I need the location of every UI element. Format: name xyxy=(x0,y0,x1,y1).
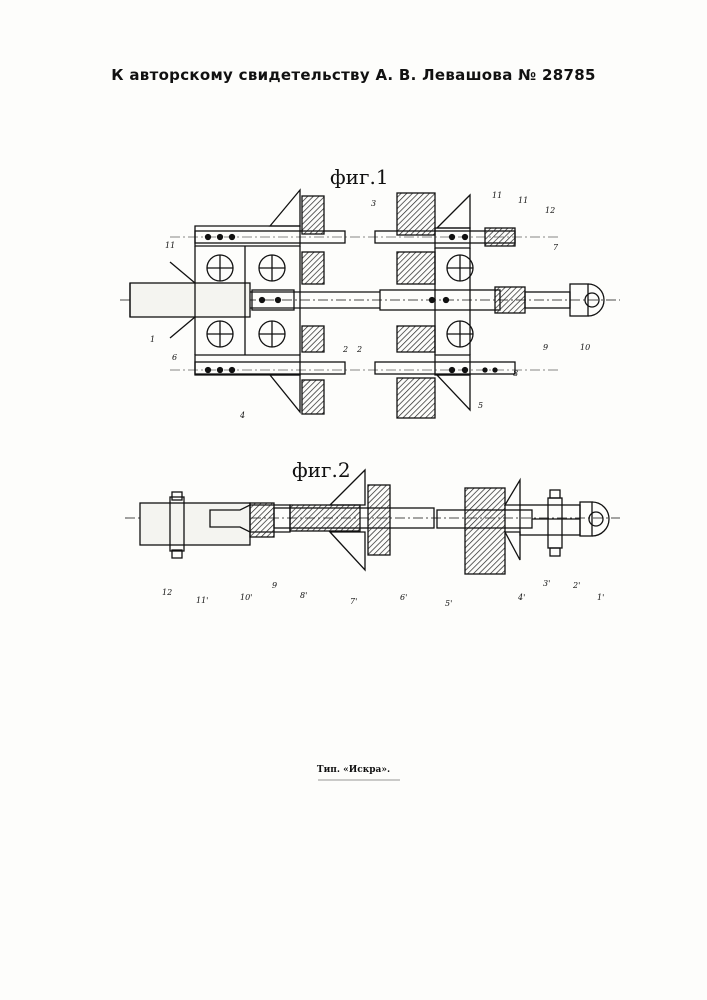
fig1-label-2a: 2 xyxy=(342,345,348,354)
fig1-label-7: 7 xyxy=(553,243,559,252)
fig1-label-12: 12 xyxy=(545,206,555,215)
fig2-label-11p: 11' xyxy=(196,596,208,605)
fig1-label-5: 5 xyxy=(478,401,483,410)
fig2-label-6p: 6' xyxy=(400,593,407,602)
fig2-label-8p: 8' xyxy=(300,591,307,600)
fig2-label-9: 9 xyxy=(272,581,277,590)
fig2-label-4p: 4' xyxy=(517,593,525,602)
fig1-label-1: 1 xyxy=(150,335,155,344)
fig1-label-9: 9 xyxy=(543,343,548,352)
fig1-label-6: 6 xyxy=(172,353,177,362)
fig1-label-8: 8 xyxy=(513,369,518,378)
printer-imprint: Тип. «Искра». xyxy=(0,765,707,775)
fig2-label-3p: 3' xyxy=(543,579,550,588)
fig1-label-2b: 2 xyxy=(356,345,362,354)
fig1-label-4: 4 xyxy=(239,411,245,420)
fig1-label-11b: 11 xyxy=(518,196,528,205)
fig1-label-10: 10 xyxy=(580,343,590,352)
fig1-label-11: 11 xyxy=(165,241,175,250)
fig2-label-1p: 1' xyxy=(597,593,604,602)
fig2-label-10p: 10' xyxy=(240,593,252,602)
fig1-label-3: 3 xyxy=(371,199,376,208)
fig2-label-12: 12 xyxy=(162,588,172,597)
fig2-label-7p: 7' xyxy=(350,597,357,606)
fig1-label-11a: 11 xyxy=(492,191,502,200)
fig2-label-2p: 2' xyxy=(572,581,580,590)
fig2-label-5p: 5' xyxy=(445,599,452,608)
